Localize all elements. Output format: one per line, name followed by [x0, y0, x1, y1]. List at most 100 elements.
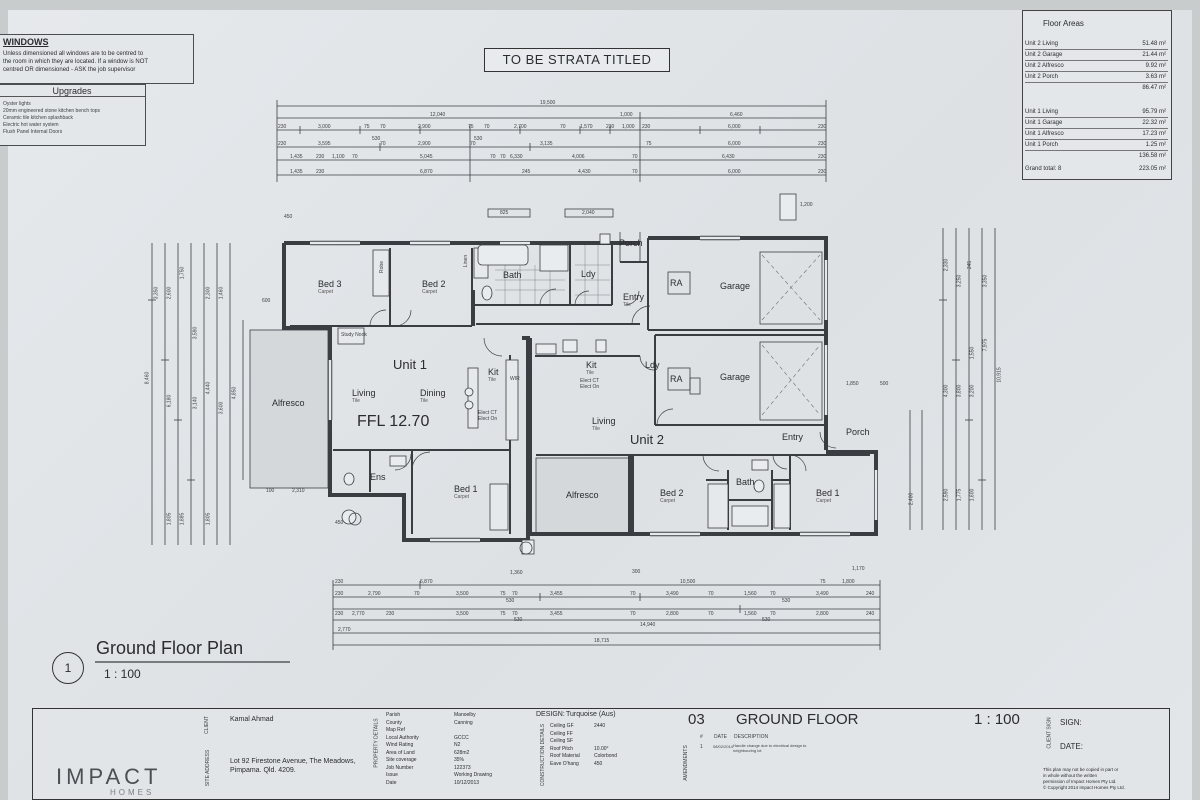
dim-text: 230: [335, 579, 344, 585]
dim-text: 1,805: [166, 512, 173, 526]
room-porch-unit2: Porch: [846, 427, 870, 437]
client-label: CLIENT: [203, 716, 210, 734]
dim-text: 70: [770, 591, 776, 597]
dim-text: 300: [632, 569, 641, 575]
dim-text: 6,000: [728, 169, 741, 175]
dim-text: 530: [514, 617, 523, 623]
dim-text: 2,790: [368, 591, 381, 597]
dim-text: 230: [386, 611, 395, 617]
room-alfresco-unit1: Alfresco: [272, 398, 305, 408]
dim-text: 2,590: [943, 488, 950, 502]
dim-text: 70: [380, 141, 386, 147]
windows-note-line: centred OR dimensioned - ASK the job sup…: [3, 67, 136, 73]
dim-text: 230: [642, 124, 651, 130]
dim-text: 530: [474, 136, 483, 142]
amend-col-header: #: [700, 734, 703, 740]
dim-text: 530: [762, 617, 771, 623]
dim-text: 70: [560, 124, 566, 130]
dim-text: 2,400: [908, 492, 915, 506]
upgrade-item: 20mm engineered stone kitchen bench tops: [3, 108, 101, 114]
dim-text: 70: [632, 154, 638, 160]
dim-text: 1,560: [744, 591, 757, 597]
dim-text: 245: [522, 169, 531, 175]
dim-text: 6,430: [722, 154, 735, 160]
dim-text: 1,435: [290, 154, 303, 160]
plan-number-bubble: 1: [52, 652, 84, 684]
dim-text: 70: [484, 124, 490, 130]
dim-text: 1,850: [846, 381, 859, 387]
dim-text: 6,180: [166, 394, 173, 408]
dim-text: 3,800: [956, 384, 963, 398]
windows-note-heading: WINDOWS: [3, 37, 49, 47]
dim-text: 3,595: [318, 141, 331, 147]
dim-text: 1,460: [218, 286, 225, 300]
dim-text: 500: [880, 381, 889, 387]
room-alfresco-unit2: Alfresco: [566, 490, 599, 500]
dim-text: 3,250: [956, 274, 963, 288]
dim-text: 1,800: [842, 579, 855, 585]
dim-text: 70: [708, 611, 714, 617]
sheet-number: 03: [688, 711, 705, 728]
site-address-label: SITE ADDRESS: [205, 749, 212, 787]
upgrade-item: Electric hot water system: [3, 122, 59, 128]
label-ra-unit1: RA: [670, 278, 683, 288]
dim-text: 230: [335, 611, 344, 617]
dim-text: 3,490: [666, 591, 679, 597]
dim-text: 1,805: [205, 512, 212, 526]
upgrades-heading: Upgrades: [0, 86, 145, 97]
dim-text: 3,500: [456, 591, 469, 597]
site-address: Lot 92 Firestone Avenue, The Meadows, Pi…: [230, 758, 356, 774]
dim-text: 7,975: [982, 338, 989, 352]
dim-text: 1,600: [969, 488, 976, 502]
dim-text: 1,435: [290, 169, 303, 175]
dim-text: 6,460: [730, 112, 743, 118]
dim-text: 230: [818, 141, 827, 147]
dim-text: 3,500: [456, 611, 469, 617]
dim-text: 2,310: [292, 488, 305, 494]
construction-details-label: CONSTRUCTION DETAILS: [540, 723, 547, 787]
label-unit2: Unit 2: [630, 432, 664, 447]
dim-text: 1,775: [956, 488, 963, 502]
amend-col-header: DESCRIPTION: [734, 734, 769, 740]
dim-text: 70: [630, 611, 636, 617]
dim-text: 70: [380, 124, 386, 130]
amend-cell: 08/02/2014: [713, 744, 734, 749]
label-ra-unit2: RA: [670, 374, 683, 384]
label-unit1: Unit 1: [393, 357, 427, 372]
dim-text: 4,300: [943, 384, 950, 398]
room-porch-unit1: Porch: [619, 238, 643, 248]
design-value: Turquoise (Aus): [566, 711, 616, 718]
property-details-label: PROPERTY DETAILS: [373, 718, 380, 768]
dim-text: 2,330: [943, 258, 950, 272]
dim-text: 3,350: [153, 286, 160, 300]
property-row: Map Ref: [386, 727, 405, 733]
dim-text: 6,870: [420, 579, 433, 585]
dim-text: 4,440: [205, 381, 212, 395]
plan-scale: 1 : 100: [104, 667, 141, 681]
label-study-nook: Study Nook: [341, 332, 367, 338]
logo-house-icon: [100, 718, 146, 758]
upgrade-item: Flush Panel Internal Doors: [3, 129, 63, 135]
label-kitchen-note-unit2: Elect CT Elect On: [580, 378, 600, 390]
upgrade-item: Oyster lights: [3, 101, 31, 107]
construction-row: Ceiling SF: [550, 738, 574, 744]
dim-text: 2,770: [352, 611, 365, 617]
date-label: DATE:: [1060, 742, 1083, 751]
dim-text: 8,460: [144, 371, 151, 385]
dim-text: 3,455: [550, 611, 563, 617]
dim-text: 1,000: [620, 112, 633, 118]
